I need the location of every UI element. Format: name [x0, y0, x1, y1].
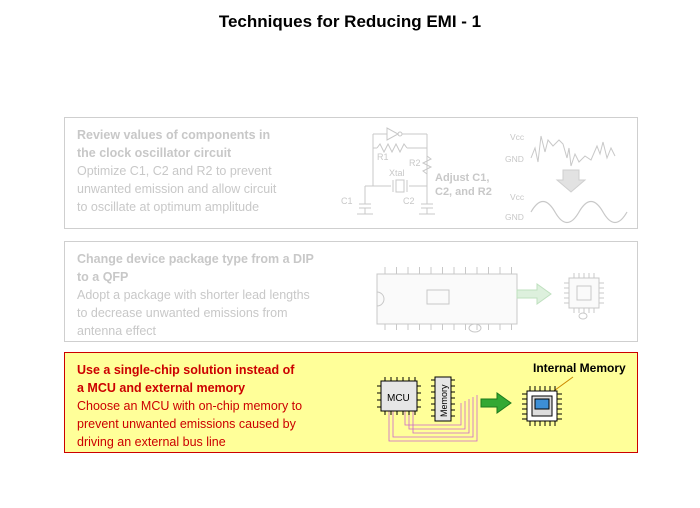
right-arrow-icon [480, 392, 512, 414]
mcu-chip-icon: MCU [377, 377, 421, 415]
qfp-package-icon [564, 273, 604, 320]
dip-package-icon [376, 267, 518, 333]
heading-line: a MCU and external memory [77, 381, 246, 395]
panel-body: Choose an MCU with on-chip memory to pre… [77, 397, 347, 451]
body-line: to decrease unwanted emissions from [77, 306, 288, 320]
label-vcc-top: Vcc [510, 132, 525, 142]
label-adjust-line: C2, and R2 [435, 186, 492, 198]
body-line: antenna effect [77, 324, 157, 338]
label-mcu: MCU [387, 393, 410, 404]
panel-body: Optimize C1, C2 and R2 to prevent unwant… [77, 162, 347, 216]
label-xtal: Xtal [389, 168, 405, 178]
label-internal-memory: Internal Memory [533, 361, 626, 375]
body-line: Choose an MCU with on-chip memory to [77, 399, 303, 413]
single-chip-diagram: Internal Memory MCU Memory [365, 353, 637, 453]
crystal-icon [395, 179, 405, 193]
body-line: prevent unwanted emissions caused by [77, 417, 296, 431]
inverter-icon [386, 127, 400, 141]
oscillator-circuit-diagram: R1 R2 Xtal C1 C2 Adjust C1, C2, and R2 [335, 118, 505, 228]
panel-text: Review values of components in the clock… [77, 126, 347, 216]
body-line: Optimize C1, C2 and R2 to prevent [77, 164, 272, 178]
panel-text: Use a single-chip solution instead of a … [77, 361, 347, 451]
panel-heading: Change device package type from a DIP to… [77, 250, 347, 286]
label-r1: R1 [377, 152, 389, 162]
resistor-r2-icon [421, 155, 433, 175]
label-r2: R2 [409, 158, 421, 168]
heading-line: to a QFP [77, 270, 129, 284]
body-line: driving an external bus line [77, 435, 226, 449]
body-line: unwanted emission and allow circuit [77, 182, 277, 196]
label-gnd-top: GND [505, 154, 524, 164]
panel-package-type: Change device package type from a DIP to… [64, 241, 638, 342]
page-title: Techniques for Reducing EMI - 1 [218, 12, 482, 31]
package-comparison-diagram [365, 250, 635, 335]
sine-waveform-icon [530, 200, 628, 224]
heading-line: Change device package type from a DIP [77, 252, 314, 266]
single-chip-mcu-icon [522, 386, 562, 426]
label-vcc-bottom: Vcc [510, 192, 525, 202]
panel-heading: Use a single-chip solution instead of a … [77, 361, 347, 397]
bus-lines-icon [388, 395, 478, 442]
noisy-waveform-icon [530, 135, 616, 167]
label-adjust-line: Adjust C1, [435, 172, 489, 184]
panel-body: Adopt a package with shorter lead length… [77, 286, 347, 340]
label-memory: Memory [439, 384, 449, 417]
memory-chip-icon: Memory [431, 376, 455, 422]
panel-text: Change device package type from a DIP to… [77, 250, 347, 340]
waveform-diagram: Vcc GND Vcc GND [505, 118, 635, 228]
panel-clock-oscillator: Review values of components in the clock… [64, 117, 638, 229]
down-arrow-icon [555, 169, 587, 193]
panel-single-chip: Use a single-chip solution instead of a … [64, 352, 638, 453]
heading-line: Use a single-chip solution instead of [77, 363, 295, 377]
heading-line: Review values of components in [77, 128, 271, 142]
body-line: Adopt a package with shorter lead length… [77, 288, 310, 302]
label-c2: C2 [403, 196, 415, 206]
right-arrow-icon [516, 283, 552, 305]
heading-line: the clock oscillator circuit [77, 146, 232, 160]
label-gnd-bottom: GND [505, 212, 524, 222]
body-line: to oscillate at optimum amplitude [77, 200, 260, 214]
internal-memory-block-icon [534, 398, 550, 410]
resistor-r1-icon [376, 142, 408, 154]
label-c1: C1 [341, 196, 353, 206]
panel-heading: Review values of components in the clock… [77, 126, 347, 162]
